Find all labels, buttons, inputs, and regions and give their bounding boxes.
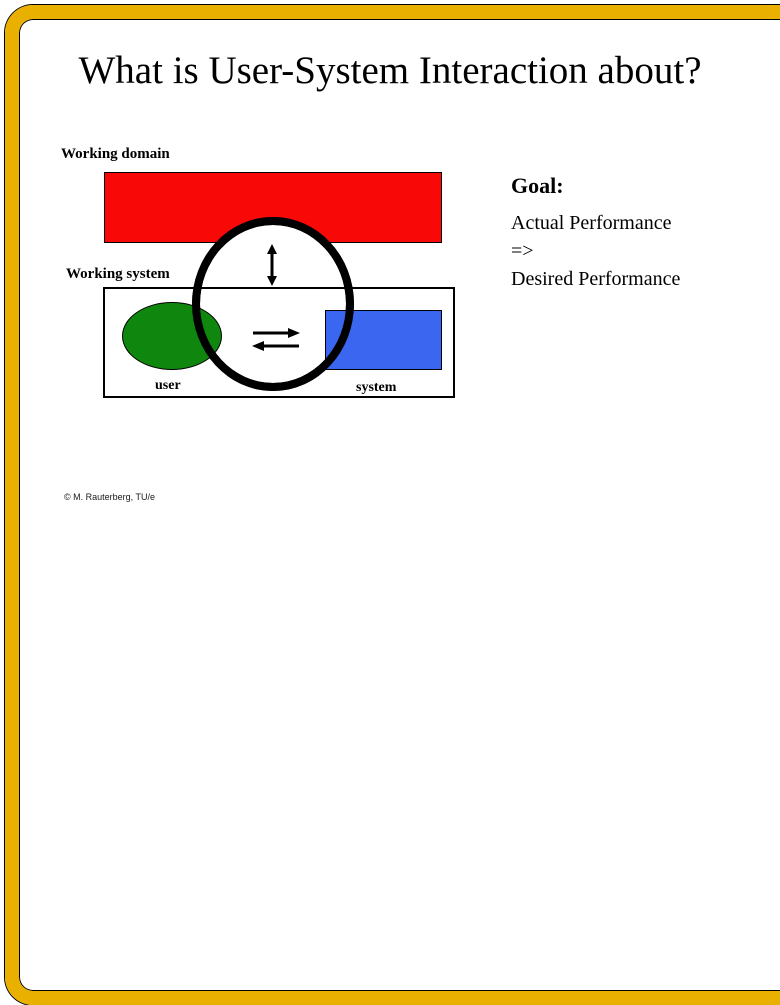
goal-line-arrow: => <box>511 240 534 262</box>
interaction-circle-outline <box>192 217 354 391</box>
working-domain-label: Working domain <box>61 146 170 162</box>
domain-system-double-arrow-icon <box>267 244 277 286</box>
working-system-label: Working system <box>66 266 170 282</box>
slide-title: What is User-System Interaction about? <box>78 49 702 92</box>
slide: What is User-System Interaction about? W… <box>5 5 780 1005</box>
goal-panel: Goal: Actual Performance => Desired Perf… <box>511 173 680 293</box>
goal-line-desired: Desired Performance <box>511 268 681 290</box>
copyright-text: © M. Rauterberg, TU/e <box>64 492 155 502</box>
user-label: user <box>155 378 181 393</box>
goal-line-actual: Actual Performance <box>511 212 672 234</box>
goal-heading: Goal: <box>511 173 564 198</box>
system-label: system <box>356 380 397 395</box>
user-system-exchange-arrows-icon <box>252 328 300 351</box>
